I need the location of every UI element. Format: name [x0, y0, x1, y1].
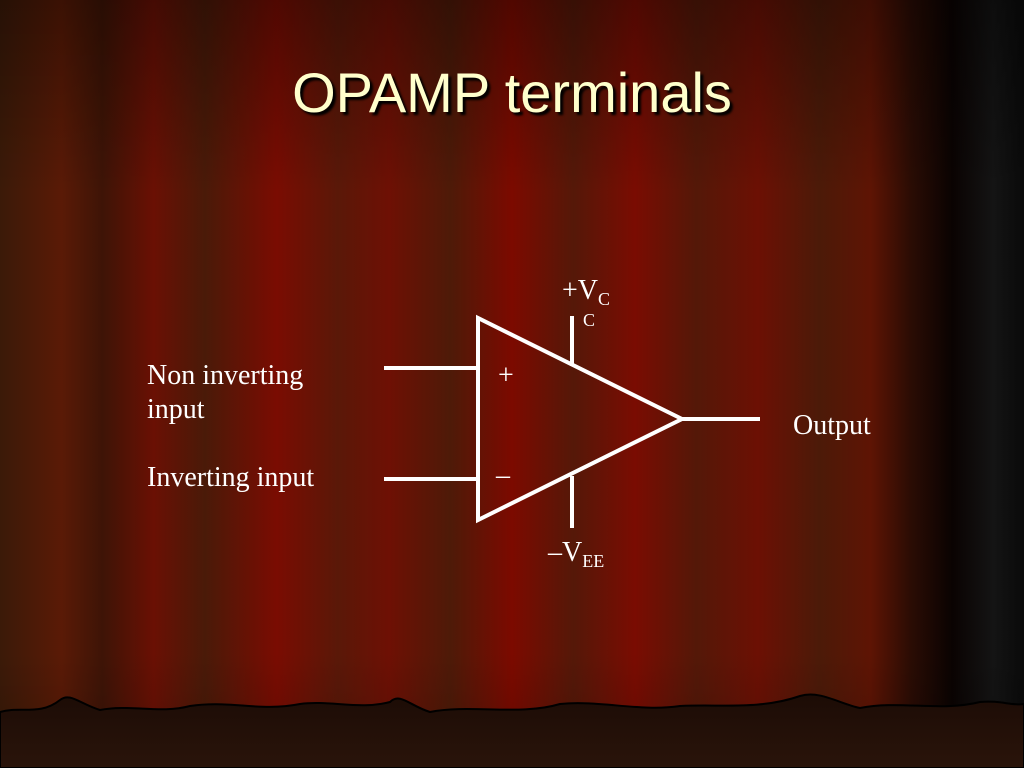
opamp-triangle: [476, 314, 687, 524]
vcc-label: +VC: [562, 274, 610, 316]
non-inverting-label-line1: Non inverting: [147, 360, 304, 391]
non-inverting-label-line2: input: [147, 394, 205, 425]
vee-subscript: EE: [582, 551, 605, 571]
vee-main: –V: [548, 537, 583, 568]
inverting-input-label: Inverting input: [147, 462, 315, 493]
vcc-main: +V: [562, 275, 599, 306]
non-inverting-input-label: Non inverting input: [147, 359, 303, 427]
plus-sign: +: [498, 360, 514, 391]
vee-label: –VEE: [548, 536, 604, 578]
minus-sign: –: [496, 460, 510, 491]
vcc-subscript: C: [598, 289, 611, 309]
vcc-subscript-2: C: [583, 310, 596, 330]
slide-title: OPAMP terminals: [292, 61, 732, 124]
output-label: Output: [793, 410, 871, 441]
